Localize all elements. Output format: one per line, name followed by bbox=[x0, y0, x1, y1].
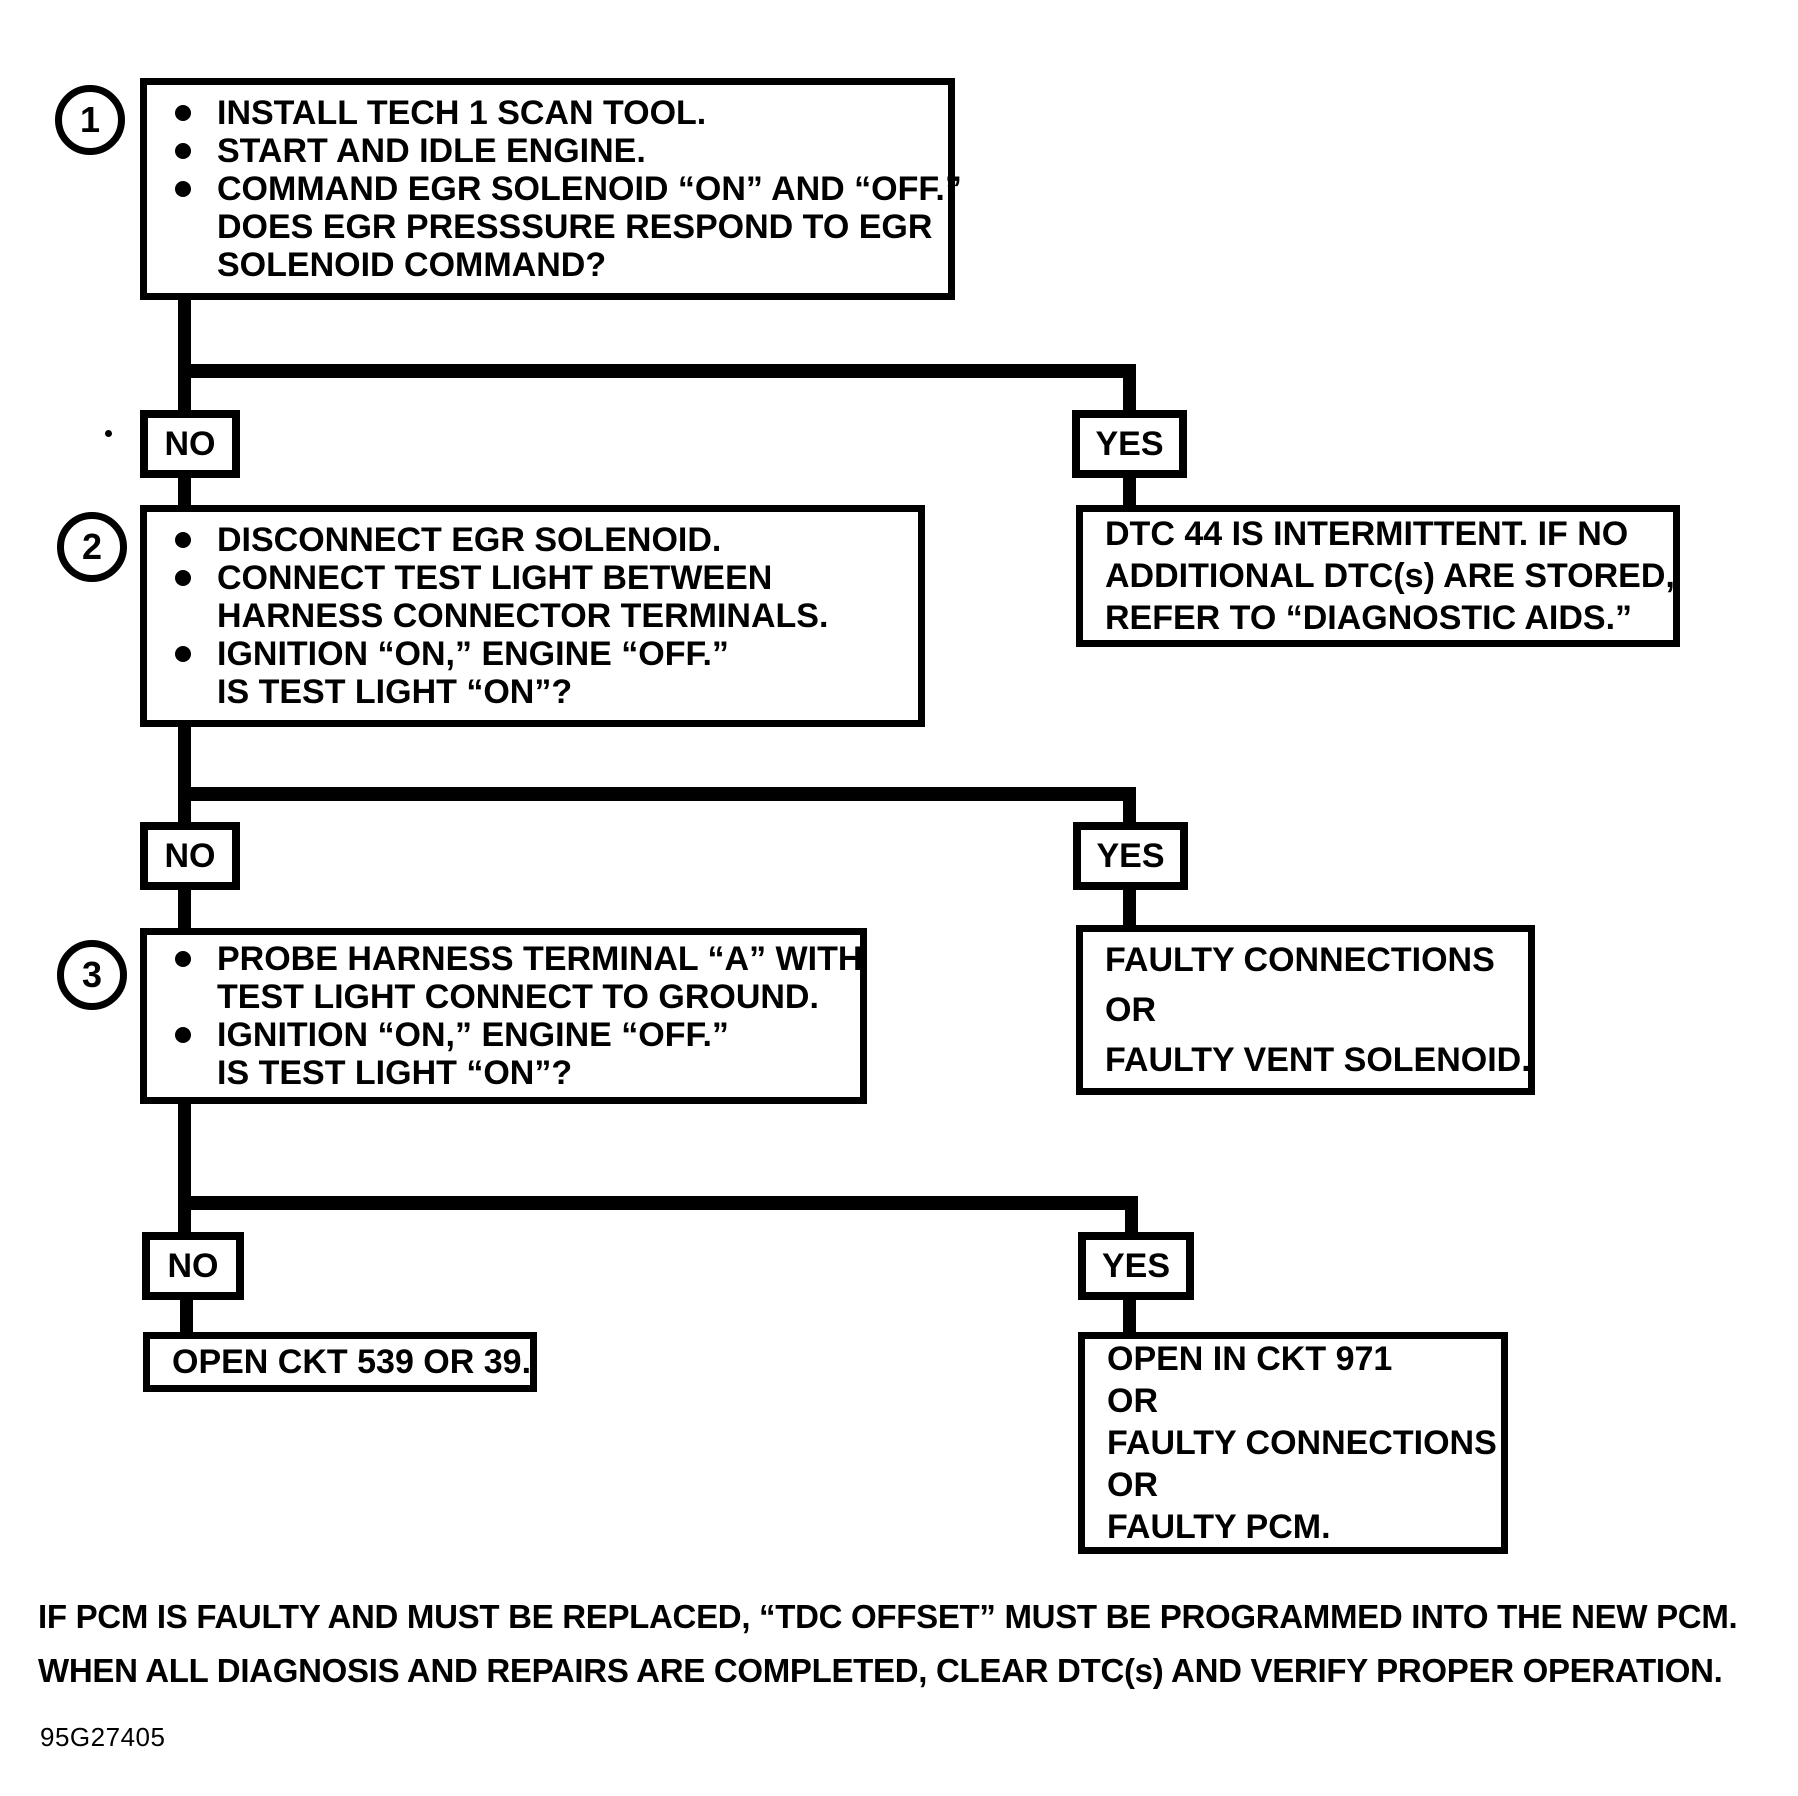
step-3-box: PROBE HARNESS TERMINAL “A” WITH TEST LIG… bbox=[140, 928, 867, 1104]
bullet-dot bbox=[175, 646, 191, 662]
step-2-text: HARNESS CONNECTOR TERMINALS. bbox=[217, 597, 829, 635]
step-3-line: IGNITION “ON,” ENGINE “OFF.” bbox=[147, 1016, 860, 1054]
result-intermittent-text: REFER TO “DIAGNOSTIC AIDS.” bbox=[1105, 599, 1633, 637]
yes-label: YES bbox=[1101, 1246, 1171, 1285]
step-2-box: DISCONNECT EGR SOLENOID. CONNECT TEST LI… bbox=[140, 505, 925, 727]
figure-id: 95G27405 bbox=[40, 1722, 166, 1752]
bullet-dot bbox=[175, 105, 191, 121]
step-1-text: START AND IDLE ENGINE. bbox=[217, 132, 646, 170]
step-3-text: IGNITION “ON,” ENGINE “OFF.” bbox=[217, 1016, 729, 1054]
yes-label-box-3: YES bbox=[1078, 1232, 1194, 1300]
step-1-line: START AND IDLE ENGINE. bbox=[147, 132, 948, 170]
step-2-text: DISCONNECT EGR SOLENOID. bbox=[217, 521, 722, 559]
step-number-1: 1 bbox=[79, 99, 101, 140]
step-3-text: TEST LIGHT CONNECT TO GROUND. bbox=[217, 978, 819, 1016]
no-label: NO bbox=[167, 1246, 219, 1285]
step-2-text: IGNITION “ON,” ENGINE “OFF.” bbox=[217, 635, 729, 673]
result-faulty-vent-text: OR bbox=[1105, 991, 1156, 1029]
bullet-dot bbox=[175, 1027, 191, 1043]
step-1-line: DOES EGR PRESSSURE RESPOND TO EGR bbox=[147, 208, 948, 246]
result-open-ckt-box: OPEN CKT 539 OR 39. bbox=[143, 1332, 537, 1392]
result-open-971-text: FAULTY PCM. bbox=[1107, 1508, 1331, 1546]
step-3-line: PROBE HARNESS TERMINAL “A” WITH bbox=[147, 940, 863, 978]
bullet-dot bbox=[175, 181, 191, 197]
connector-yes3-down bbox=[1123, 1300, 1136, 1332]
no-label-box-1: NO bbox=[140, 410, 240, 478]
result-intermittent-text: DTC 44 IS INTERMITTENT. IF NO bbox=[1105, 515, 1629, 553]
bullet-dot bbox=[175, 570, 191, 586]
step-number-2: 2 bbox=[81, 526, 103, 567]
step-number-3: 3 bbox=[81, 954, 103, 995]
no-label-box-2: NO bbox=[140, 822, 240, 890]
result-faulty-vent-box: FAULTY CONNECTIONS OR FAULTY VENT SOLENO… bbox=[1076, 925, 1535, 1095]
result-faulty-vent-text: FAULTY VENT SOLENOID. bbox=[1105, 1041, 1531, 1079]
result-intermittent-box: DTC 44 IS INTERMITTENT. IF NO ADDITIONAL… bbox=[1076, 505, 1680, 647]
connector-no1-down bbox=[178, 478, 191, 508]
step-1-line: INSTALL TECH 1 SCAN TOOL. bbox=[147, 94, 948, 132]
connector-no3-down bbox=[180, 1300, 193, 1334]
connector-yes2-drop bbox=[1123, 787, 1136, 824]
step-1-text: SOLENOID COMMAND? bbox=[217, 246, 607, 284]
bullet-dot bbox=[175, 532, 191, 548]
yes-label: YES bbox=[1096, 836, 1165, 875]
connector-yes2-down bbox=[1123, 890, 1136, 927]
connector-step2-down bbox=[178, 727, 191, 824]
bullet-dot bbox=[175, 143, 191, 159]
step-2-line: DISCONNECT EGR SOLENOID. bbox=[147, 521, 918, 559]
connector-branch-bar-2 bbox=[178, 787, 1136, 801]
result-open-971-text: OR bbox=[1107, 1466, 1158, 1504]
step-2-line: HARNESS CONNECTOR TERMINALS. bbox=[147, 597, 918, 635]
connector-yes1-down bbox=[1123, 478, 1136, 508]
step-2-text: IS TEST LIGHT “ON”? bbox=[217, 673, 573, 711]
result-faulty-vent-text: FAULTY CONNECTIONS bbox=[1105, 941, 1495, 979]
connector-branch-bar-3 bbox=[178, 1196, 1138, 1210]
yes-label-box-1: YES bbox=[1072, 410, 1187, 478]
bullet-dot bbox=[175, 951, 191, 967]
connector-yes3-drop bbox=[1125, 1196, 1138, 1232]
connector-step3-down bbox=[178, 1104, 191, 1232]
footer-note-line-1: IF PCM IS FAULTY AND MUST BE REPLACED, “… bbox=[38, 1598, 1738, 1635]
connector-yes1-drop bbox=[1123, 364, 1136, 412]
step-1-text: DOES EGR PRESSSURE RESPOND TO EGR bbox=[217, 208, 933, 246]
step-3-line: IS TEST LIGHT “ON”? bbox=[147, 1054, 860, 1092]
step-number-circle-3: 3 bbox=[57, 940, 127, 1010]
yes-label-box-2: YES bbox=[1073, 822, 1188, 890]
step-3-line: TEST LIGHT CONNECT TO GROUND. bbox=[147, 978, 860, 1016]
step-1-box: INSTALL TECH 1 SCAN TOOL. START AND IDLE… bbox=[140, 78, 962, 300]
result-intermittent-text: ADDITIONAL DTC(s) ARE STORED, bbox=[1105, 557, 1675, 595]
result-open-ckt-text: OPEN CKT 539 OR 39. bbox=[172, 1343, 532, 1381]
step-2-line: CONNECT TEST LIGHT BETWEEN bbox=[147, 559, 918, 597]
step-3-text: IS TEST LIGHT “ON”? bbox=[217, 1054, 573, 1092]
result-open-971-text: FAULTY CONNECTIONS bbox=[1107, 1424, 1497, 1462]
result-open-971-text: OR bbox=[1107, 1382, 1158, 1420]
step-number-circle-1: 1 bbox=[55, 85, 125, 155]
yes-label: YES bbox=[1095, 424, 1164, 463]
step-1-line: SOLENOID COMMAND? bbox=[147, 246, 948, 284]
step-2-line: IS TEST LIGHT “ON”? bbox=[147, 673, 918, 711]
no-label: NO bbox=[164, 424, 216, 463]
step-2-text: CONNECT TEST LIGHT BETWEEN bbox=[217, 559, 773, 597]
no-label: NO bbox=[164, 836, 216, 875]
step-1-text: COMMAND EGR SOLENOID “ON” AND “OFF.” bbox=[217, 170, 962, 208]
connector-step1-down bbox=[178, 298, 191, 412]
connector-branch-bar-1 bbox=[178, 364, 1136, 378]
connector-no2-down bbox=[178, 890, 191, 930]
no-label-box-3: NO bbox=[142, 1232, 244, 1300]
step-2-line: IGNITION “ON,” ENGINE “OFF.” bbox=[147, 635, 918, 673]
footer-note-line-2: WHEN ALL DIAGNOSIS AND REPAIRS ARE COMPL… bbox=[38, 1652, 1723, 1689]
step-1-line: COMMAND EGR SOLENOID “ON” AND “OFF.” bbox=[147, 170, 962, 208]
step-number-circle-2: 2 bbox=[57, 512, 127, 582]
step-1-text: INSTALL TECH 1 SCAN TOOL. bbox=[217, 94, 707, 132]
step-3-text: PROBE HARNESS TERMINAL “A” WITH bbox=[217, 940, 863, 978]
scan-speck bbox=[105, 430, 112, 437]
result-open-971-text: OPEN IN CKT 971 bbox=[1107, 1340, 1393, 1378]
result-open-971-box: OPEN IN CKT 971 OR FAULTY CONNECTIONS OR… bbox=[1078, 1332, 1508, 1554]
